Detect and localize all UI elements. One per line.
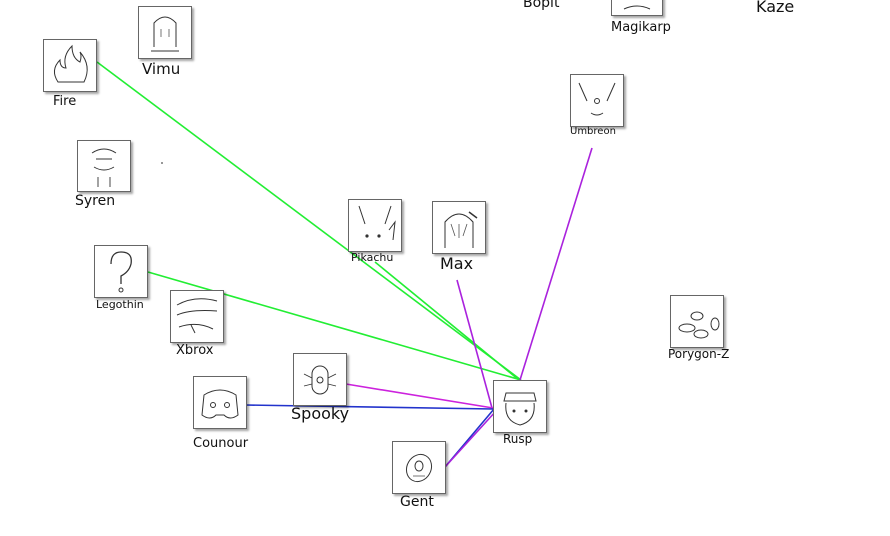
node-label-kaze: Kaze [756, 0, 795, 16]
rusp-avatar [493, 380, 547, 433]
edge-umbreon-rusp [519, 147, 593, 381]
stray-dot [161, 162, 163, 164]
node-label-spooky: Spooky [291, 404, 350, 423]
node-label-rusp: Rusp [503, 432, 533, 446]
node-xbrox[interactable]: Xbrox [170, 290, 224, 357]
edge-max-rusp [456, 279, 493, 409]
node-label-xbrox: Xbrox [176, 343, 214, 358]
pikachu-avatar [348, 199, 402, 252]
gent-avatar [392, 441, 446, 494]
node-counour[interactable]: Counour [193, 376, 248, 450]
max-avatar [432, 201, 486, 254]
node-magikarp[interactable]: Magikarp [611, 0, 671, 34]
node-label-syren: Syren [75, 193, 116, 209]
node-rusp[interactable]: Rusp [493, 380, 547, 445]
node-max[interactable]: Max [432, 201, 486, 272]
edge-spooky-rusp [345, 383, 494, 409]
spooky-avatar [293, 353, 347, 406]
xbrox-avatar [170, 290, 224, 343]
edge-counour-rusp [245, 404, 494, 410]
syren-avatar [77, 140, 131, 192]
node-spooky[interactable]: Spooky [291, 353, 349, 422]
node-label-bopit: Bopit [523, 0, 560, 11]
edge-gent-rusp [444, 410, 497, 468]
node-label-vimu: Vimu [142, 60, 181, 78]
legothin-avatar [94, 245, 148, 298]
node-label-porygon-z: Porygon-Z [668, 347, 730, 361]
node-label-magikarp: Magikarp [611, 20, 671, 35]
node-syren[interactable]: Syren [75, 140, 131, 208]
node-label-max: Max [440, 254, 474, 273]
node-label-umbreon: Umbreon [570, 126, 616, 137]
node-label-pikachu: Pikachu [351, 251, 394, 264]
node-label-legothin: Legothin [96, 298, 144, 311]
node-fire[interactable]: Fire [43, 39, 97, 108]
node-label-fire: Fire [53, 94, 77, 109]
node-label-gent: Gent [400, 494, 434, 510]
node-umbreon[interactable]: Umbreon [570, 74, 624, 137]
node-pikachu[interactable]: Pikachu [348, 199, 402, 263]
umbreon-avatar [570, 74, 624, 127]
magikarp-avatar [611, 0, 663, 16]
node-gent[interactable]: Gent [392, 441, 446, 509]
counour-avatar [193, 376, 247, 429]
node-porygon-z[interactable]: Porygon-Z [668, 295, 729, 360]
fire-avatar [43, 39, 97, 92]
vimu-avatar [138, 6, 192, 59]
node-legothin[interactable]: Legothin [94, 245, 148, 310]
edge-pikachu-rusp [374, 261, 520, 381]
porygon-z-avatar [670, 295, 724, 348]
edge-fire-rusp [96, 61, 522, 381]
node-vimu[interactable]: Vimu [138, 6, 192, 77]
node-label-counour: Counour [193, 436, 249, 451]
